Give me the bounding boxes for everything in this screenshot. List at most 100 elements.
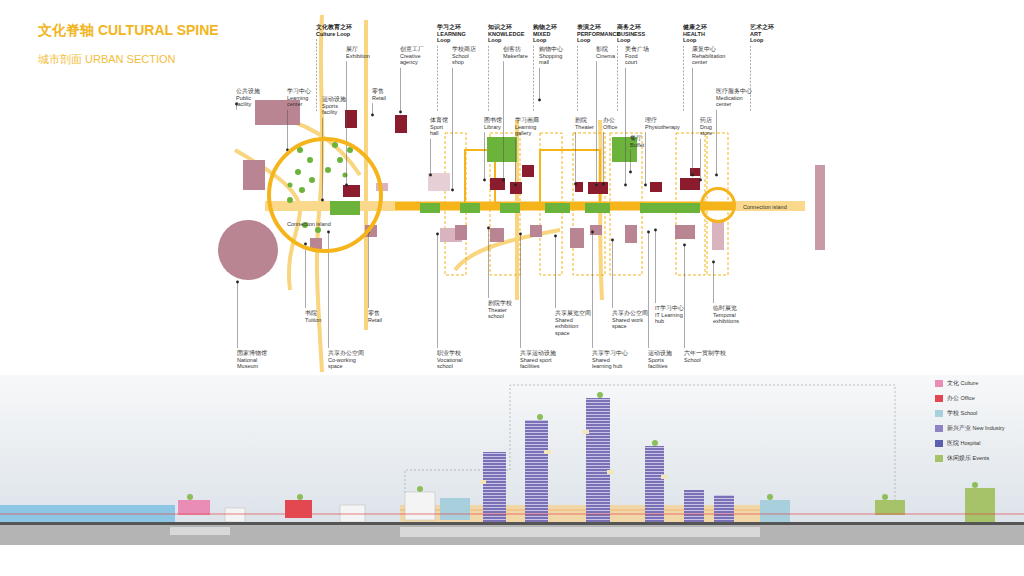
section-trees <box>187 494 193 500</box>
loop-label: 健康之环 HEALTH Loop <box>683 24 707 44</box>
callout-label: 共享展览空间 Shared exhibition space <box>555 310 591 336</box>
leader-dot <box>483 179 486 182</box>
leader-line <box>316 39 317 112</box>
leader-dot <box>654 229 657 232</box>
connection-island: Connection island <box>700 187 736 223</box>
key-buildings <box>690 168 700 176</box>
trees <box>287 197 293 203</box>
section-trees <box>297 494 303 500</box>
callout-label: 创客坊 Makerfare <box>503 46 528 59</box>
key-buildings <box>343 185 360 197</box>
section-trees <box>652 440 658 446</box>
spine-line <box>0 514 1024 515</box>
callout-label: 公共设施 Public facility <box>236 88 260 108</box>
leader-line <box>555 236 556 308</box>
leader-dot <box>591 231 594 234</box>
water <box>0 505 175 522</box>
leader-dot <box>367 231 370 234</box>
diagram-title: 文化脊轴 CULTURAL SPINE <box>38 22 219 40</box>
leader-line <box>400 68 401 112</box>
leader-dot <box>327 231 330 234</box>
leader-line <box>648 232 649 348</box>
leader-line <box>237 282 238 348</box>
callout-label: 共享运动设施 Shared sport facilities <box>520 350 556 370</box>
legend-entry: 办公 Office <box>935 395 975 402</box>
legend-text: 办公 Office <box>947 395 975 402</box>
leader-line <box>484 132 485 180</box>
callout-label: 运动设施 Sports facility <box>322 96 346 116</box>
trees <box>299 187 305 193</box>
leader-line <box>430 139 431 175</box>
callout-label: 体育馆 Sport hall <box>430 117 448 137</box>
trees <box>337 157 343 163</box>
leader-line <box>539 68 540 100</box>
leader-dot <box>519 233 522 236</box>
leader-dot <box>371 114 374 117</box>
public-buildings <box>712 222 724 250</box>
public-buildings <box>428 173 450 191</box>
callout-label: 学习中心 Learning center <box>287 88 311 108</box>
key-buildings <box>650 182 662 192</box>
green-spaces <box>500 203 520 213</box>
leader-line <box>692 68 693 175</box>
public-buildings <box>310 238 322 250</box>
callout-label: 药店 Drug store <box>700 117 712 137</box>
leader-dot <box>715 174 718 177</box>
legend-swatch <box>935 425 943 432</box>
leader-dot <box>644 184 647 187</box>
callout-label: 共享学习中心 Shared learning hub <box>592 350 628 370</box>
loop-label: 购物之环 MIXED Loop <box>533 24 557 44</box>
leader-line <box>603 132 604 184</box>
leader-dot <box>712 261 715 264</box>
leader-line <box>452 68 453 190</box>
key-buildings <box>510 182 522 194</box>
legend-entry: 学校 School <box>935 410 977 417</box>
callout-label: 运动设施 Sports facilities <box>648 350 672 370</box>
callout-label: IT学习中心 IT Learning hub <box>655 305 684 325</box>
section-trees <box>767 494 773 500</box>
public-buildings <box>675 225 695 239</box>
leader-dot <box>514 184 517 187</box>
green-spaces <box>420 203 440 213</box>
trees <box>347 147 353 153</box>
callout-label: 购物中心 Shopping mall <box>539 46 563 66</box>
leader-dot <box>451 189 454 192</box>
callout-label: 临时展览 Temporal exhibitions <box>713 305 739 325</box>
leader-line <box>617 46 618 112</box>
callout-label: 共享办公空间 Shared work space <box>612 310 648 330</box>
leader-line <box>305 244 306 308</box>
tower-terraces <box>544 450 551 454</box>
leader-dot <box>502 179 505 182</box>
loop-outlines <box>465 150 600 205</box>
leader-line <box>503 61 504 180</box>
low-buildings <box>178 500 210 515</box>
leader-line <box>437 234 438 348</box>
leader-dot <box>286 149 289 152</box>
green-spaces <box>487 137 517 162</box>
low-buildings <box>440 498 470 520</box>
key-buildings <box>522 165 534 177</box>
leader-line <box>533 46 534 112</box>
leader-line <box>625 68 626 185</box>
towers <box>586 398 610 522</box>
leader-line <box>592 232 593 348</box>
leader-dot <box>611 239 614 242</box>
legend-entry: 休闲娱乐 Events <box>935 455 989 462</box>
leader-dot <box>554 235 557 238</box>
leader-dot <box>236 281 239 284</box>
public-buildings <box>218 220 278 280</box>
leader-line <box>372 103 373 115</box>
public-buildings <box>243 160 265 190</box>
callout-label: 零售 Retail <box>368 310 382 323</box>
green-spaces <box>585 203 610 213</box>
green-spaces <box>330 137 700 215</box>
green-spaces <box>640 203 700 213</box>
public-buildings <box>218 100 825 280</box>
leader-dot <box>691 174 694 177</box>
trees <box>309 177 315 183</box>
callout-label: 美食广场 Food court <box>625 46 649 66</box>
legend-text: 学校 School <box>947 410 977 417</box>
leader-dot <box>345 184 348 187</box>
public-buildings <box>365 225 377 237</box>
node-label: Connection island <box>287 221 331 227</box>
